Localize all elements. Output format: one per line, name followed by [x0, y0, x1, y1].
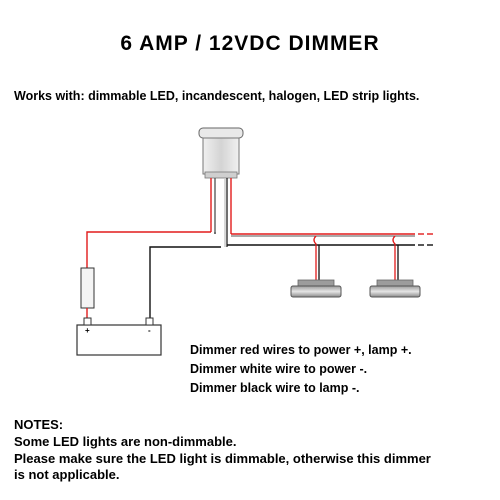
page-title: 6 AMP / 12VDC DIMMER	[120, 32, 380, 55]
instruction-white-wire: Dimmer white wire to power -.	[190, 362, 368, 376]
dimmer-cap	[198, 127, 244, 139]
compatibility-text: Works with: dimmable LED, incandescent, …	[14, 89, 420, 103]
dimmer-body	[202, 137, 240, 175]
battery-positive-label: +	[85, 326, 90, 335]
battery-body	[76, 324, 162, 356]
battery-positive-terminal	[83, 317, 92, 326]
lamp-left	[290, 235, 342, 298]
dimmer-base	[204, 171, 238, 179]
dimmer-switch	[198, 127, 244, 179]
lamp-right	[369, 235, 421, 298]
notes-heading: NOTES:	[14, 417, 64, 432]
lamp-bus-wires	[227, 233, 433, 246]
instruction-black-wire: Dimmer black wire to lamp -.	[190, 381, 360, 395]
battery: + -	[76, 317, 162, 356]
black-ground-wire	[149, 246, 221, 318]
note-line-3: is not applicable.	[14, 467, 120, 482]
note-line-1: Some LED lights are non-dimmable.	[14, 434, 237, 449]
dimmer-leads	[210, 178, 232, 247]
instruction-red-wires: Dimmer red wires to power +, lamp +.	[190, 343, 412, 357]
battery-negative-label: -	[148, 326, 151, 335]
red-power-wire	[86, 231, 216, 268]
note-line-2: Please make sure the LED light is dimmab…	[14, 451, 431, 466]
fuse	[80, 267, 95, 318]
battery-negative-terminal	[145, 317, 154, 326]
